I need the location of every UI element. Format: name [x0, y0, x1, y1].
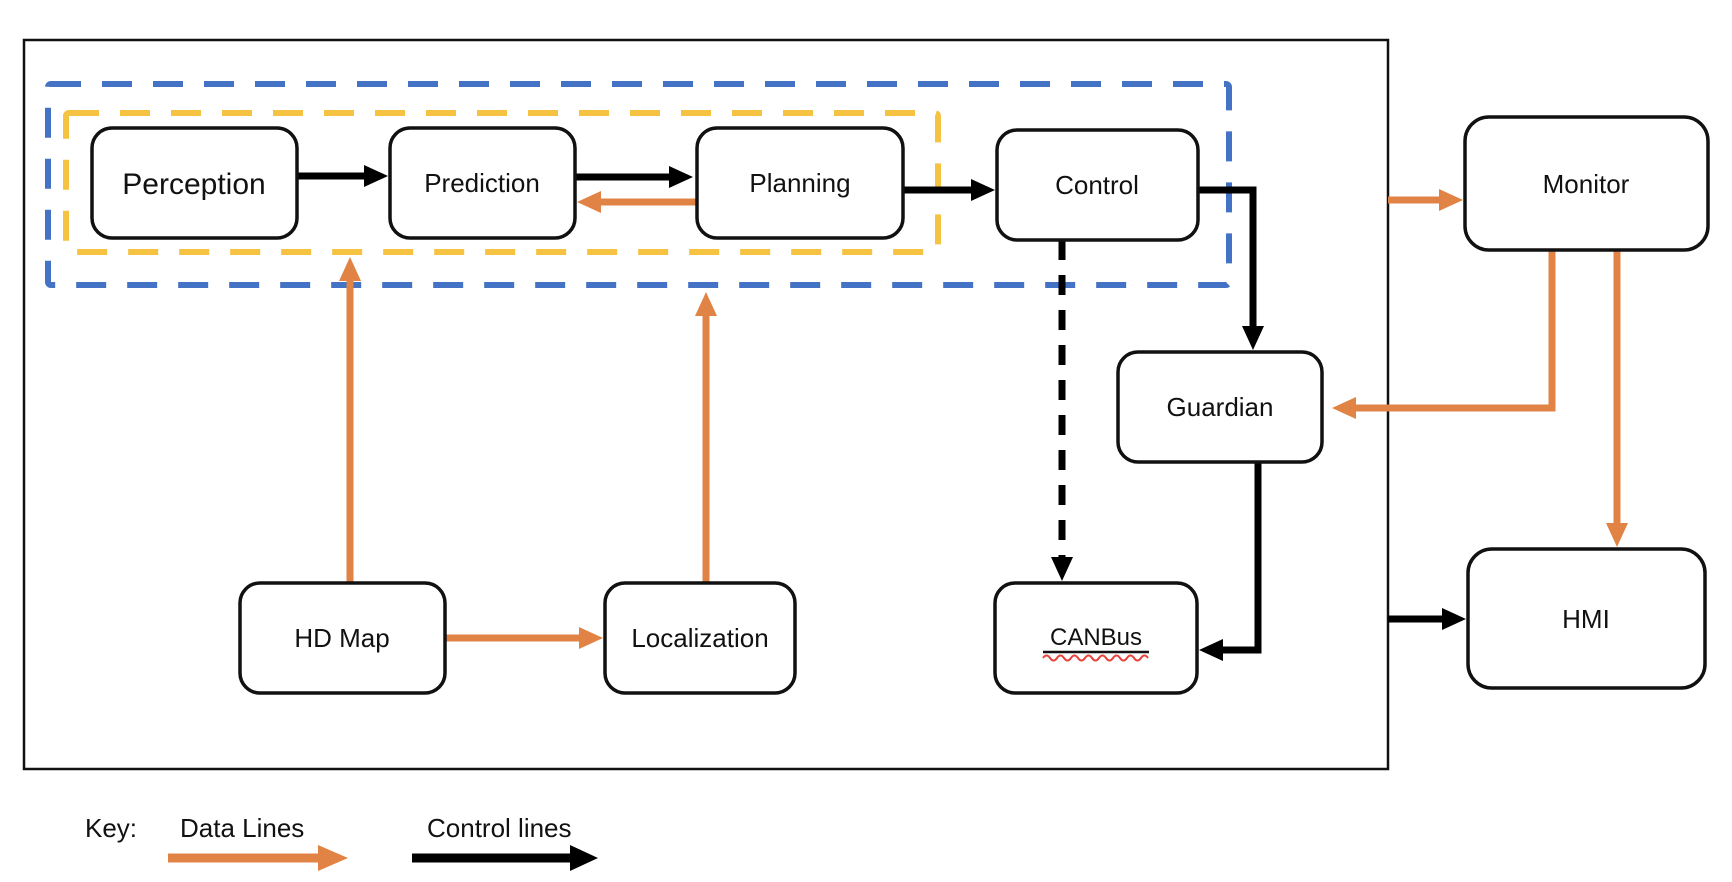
node-prediction: Prediction [388, 126, 577, 240]
arrow-guardian-to-canbus [1199, 462, 1262, 661]
hmi-box [1466, 547, 1707, 690]
legend-data-line-arrow [168, 845, 348, 871]
canbus-spellcheck-squiggle [1042, 654, 1149, 662]
node-hdmap: HD Map [238, 581, 447, 695]
control-label: Control [1055, 170, 1139, 200]
perception-label: Perception [122, 168, 265, 201]
localization-box [603, 581, 797, 695]
node-localization: Localization [603, 581, 797, 695]
prediction-box [388, 126, 577, 240]
arrow-monitor-to-guardian [1332, 250, 1556, 419]
monitor-box [1463, 115, 1710, 252]
control-box [995, 128, 1200, 242]
node-hmi: HMI [1466, 547, 1707, 690]
node-guardian: Guardian [1116, 350, 1324, 464]
legend-control-line-arrow [412, 845, 598, 871]
canbus-label: CANBus [1050, 624, 1142, 651]
legend-title: Key: [85, 813, 137, 843]
planning-label: Planning [749, 168, 850, 198]
monitor-label: Monitor [1543, 169, 1630, 199]
guardian-box [1116, 350, 1324, 464]
node-planning: Planning [695, 126, 905, 240]
blue-dashed-group-frame [45, 81, 1232, 288]
node-control: Control [995, 128, 1200, 242]
localization-label: Localization [631, 623, 768, 653]
legend-data-lines-label: Data Lines [180, 813, 304, 843]
legend: Key: Data Lines Control lines [85, 813, 598, 871]
hdmap-label: HD Map [294, 623, 389, 653]
yellow-dashed-group-frame [63, 110, 941, 255]
arrow-control-to-guardian [1198, 186, 1264, 350]
node-canbus: CANBus [993, 581, 1199, 695]
node-monitor: Monitor [1463, 115, 1710, 252]
guardian-label: Guardian [1167, 392, 1274, 422]
hdmap-box [238, 581, 447, 695]
perception-box [90, 126, 299, 240]
planning-box [695, 126, 905, 240]
prediction-label: Prediction [424, 168, 540, 198]
legend-control-lines-label: Control lines [427, 813, 572, 843]
hmi-label: HMI [1562, 604, 1610, 634]
canbus-box [993, 581, 1199, 695]
node-perception: Perception [90, 126, 299, 240]
